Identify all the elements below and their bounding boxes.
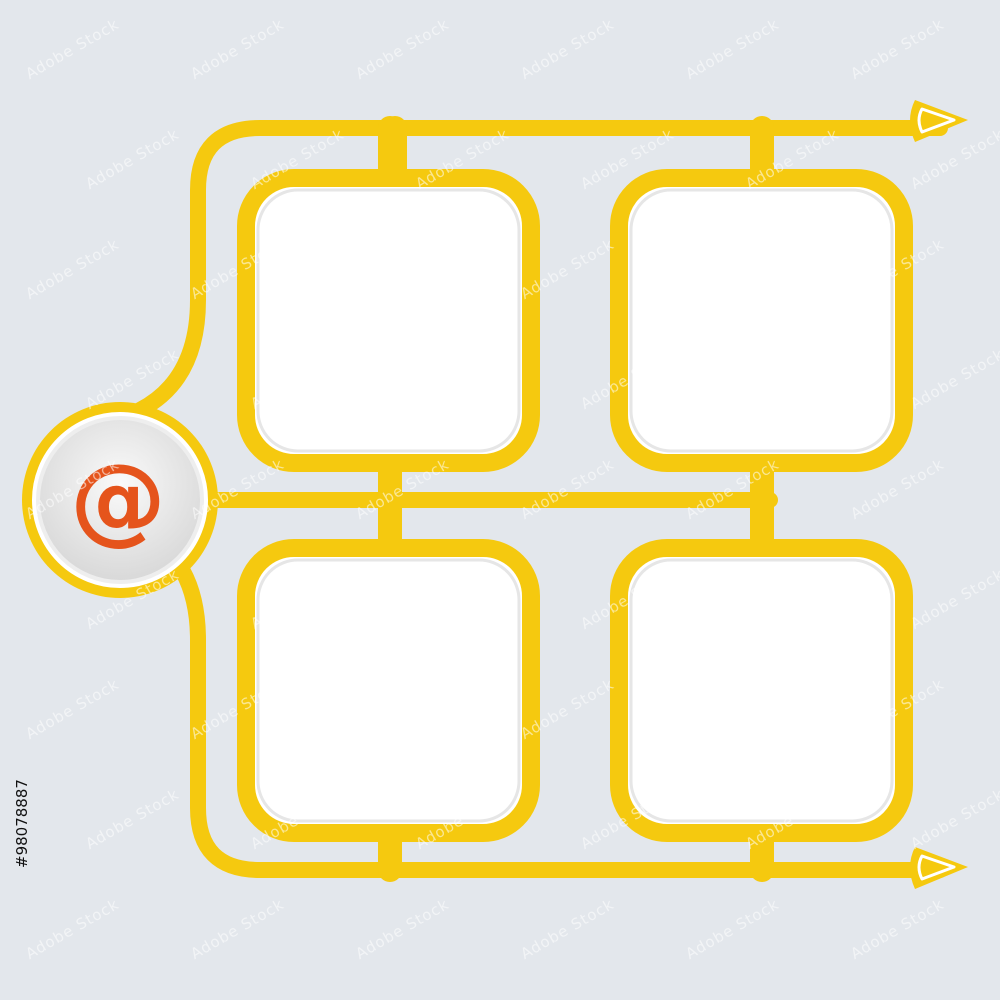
at-sign-icon: @ — [70, 443, 166, 555]
arrow-right-icon — [910, 847, 968, 889]
text-box-4[interactable] — [610, 539, 913, 842]
at-sign-button[interactable]: @ — [22, 402, 218, 598]
box-grid — [237, 169, 913, 842]
text-box-1[interactable] — [237, 169, 540, 472]
stock-id-label: #98078887 — [13, 779, 31, 868]
top-connector-line — [132, 120, 948, 418]
arrow-right-icon — [910, 100, 968, 142]
text-box-2[interactable] — [610, 169, 913, 472]
text-box-3[interactable] — [237, 539, 540, 842]
box-inner-shadows — [256, 188, 894, 823]
